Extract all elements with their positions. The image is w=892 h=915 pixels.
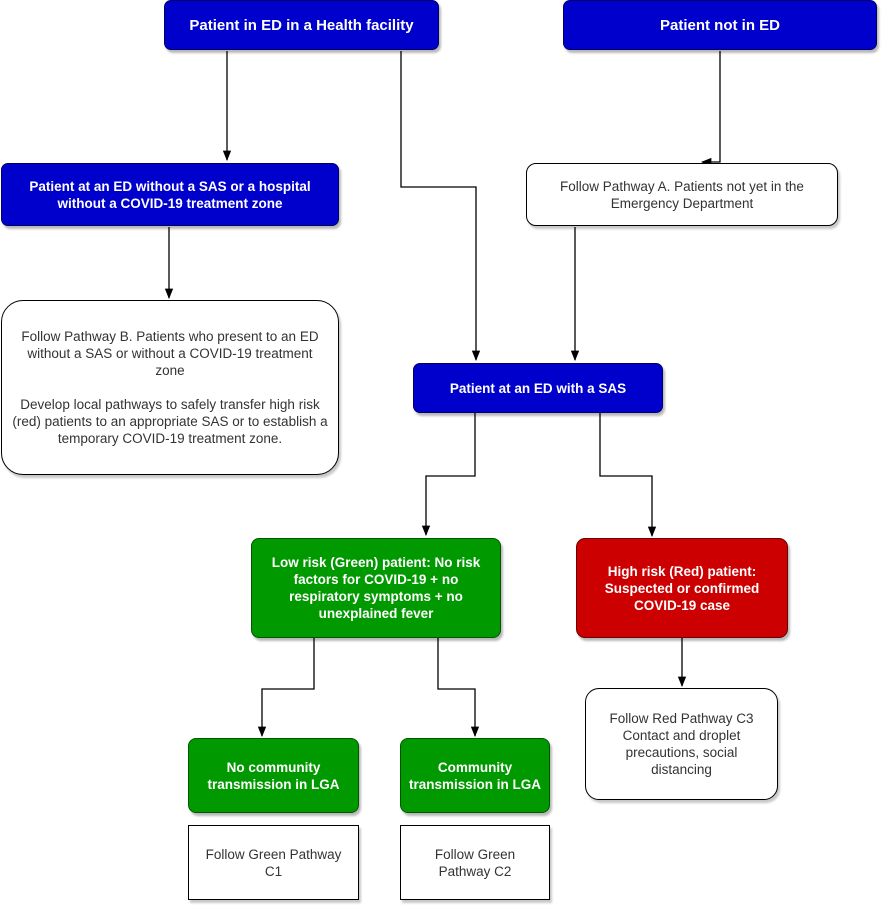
node-community[interactable]: Community transmission in LGA [400, 738, 550, 813]
edge-in-ed-to-with-sas [400, 51, 481, 362]
node-green-c2[interactable]: Follow Green Pathway C2 [400, 825, 550, 900]
edge-low-risk-to-no-community [257, 638, 315, 738]
node-label: Patient in ED in a Health facility [189, 16, 414, 34]
edge-with-sas-to-high-risk [599, 413, 657, 538]
node-ed-without-sas[interactable]: Patient at an ED without a SAS or a hosp… [1, 163, 339, 226]
node-patient-in-ed[interactable]: Patient in ED in a Health facility [164, 0, 439, 50]
node-label: Low risk (Green) patient: No risk factor… [271, 555, 481, 621]
node-label: High risk (Red) patient: Suspected or co… [604, 563, 760, 613]
node-pathway-b[interactable]: Follow Pathway B. Patients who present t… [1, 300, 339, 475]
node-high-risk[interactable]: High risk (Red) patient: Suspected or co… [576, 538, 788, 638]
edge-low-risk-to-community [437, 638, 480, 738]
node-label: Patient not in ED [660, 16, 780, 34]
node-label: Patient at an ED without a SAS or a hosp… [29, 178, 311, 211]
node-label: Follow Red Pathway C3 Contact and drople… [609, 711, 754, 777]
node-patient-not-in-ed[interactable]: Patient not in ED [563, 0, 877, 50]
node-red-c3[interactable]: Follow Red Pathway C3 Contact and drople… [585, 688, 778, 800]
node-label: Follow Pathway A. Patients not yet in th… [560, 178, 804, 211]
node-label: Follow Green Pathway C2 [434, 846, 516, 879]
node-label: Patient at an ED with a SAS [449, 380, 627, 396]
node-label: No community transmission in LGA [207, 759, 340, 792]
node-label: Community transmission in LGA [408, 759, 542, 792]
node-no-community[interactable]: No community transmission in LGA [188, 738, 359, 813]
node-green-c1[interactable]: Follow Green Pathway C1 [188, 825, 359, 900]
edge-with-sas-to-low-risk [421, 413, 476, 537]
node-label: Follow Green Pathway C1 [205, 846, 342, 879]
node-label: Develop local pathways to safely transfe… [12, 397, 328, 446]
edge-not-in-ed-to-pathway-a [700, 51, 721, 167]
node-pathway-a[interactable]: Follow Pathway A. Patients not yet in th… [526, 163, 838, 226]
node-low-risk[interactable]: Low risk (Green) patient: No risk factor… [251, 538, 501, 638]
node-label: Follow Pathway B. Patients who present t… [21, 329, 319, 378]
node-ed-with-sas[interactable]: Patient at an ED with a SAS [413, 363, 663, 413]
